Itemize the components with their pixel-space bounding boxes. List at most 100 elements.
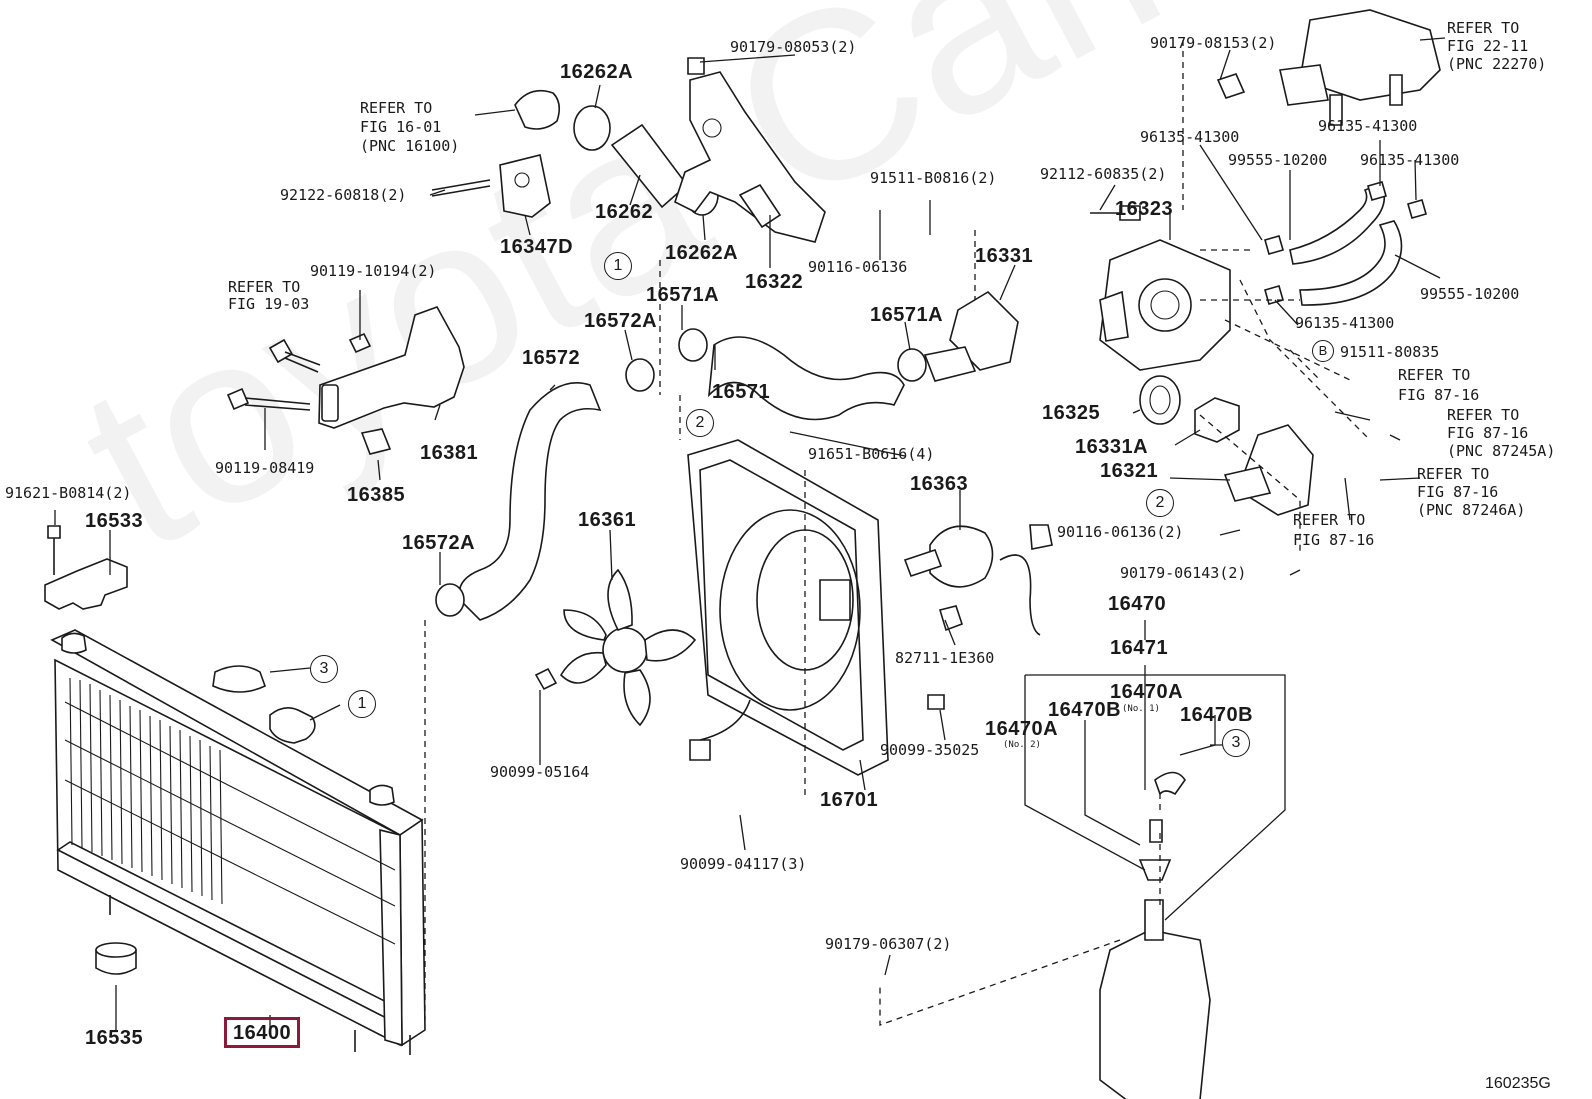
refer-line-2: FIG 22-11 (1447, 37, 1529, 55)
hoses-drawing (435, 328, 927, 621)
part-label-99555-10200-a[interactable]: 99555-10200 (1228, 151, 1328, 169)
part-label-16262[interactable]: 16262 (595, 201, 654, 223)
part-label-16347d[interactable]: 16347D (500, 236, 574, 258)
marker-b: B (1312, 340, 1334, 362)
part-label-16535[interactable]: 16535 (85, 1027, 144, 1049)
part-label-16571a-right[interactable]: 16571A (870, 304, 944, 326)
marker-1-upper: 1 (604, 252, 632, 280)
refer-line-2: FIG 19-03 (228, 295, 310, 313)
part-label-16325[interactable]: 16325 (1042, 402, 1101, 424)
part-label-90119-08419[interactable]: 90119-08419 (215, 459, 315, 477)
part-label-90179-08053[interactable]: 90179-08053(2) (730, 38, 857, 56)
fan-motor-drawing (903, 524, 1053, 710)
refer-note-fig-87-16-c[interactable]: REFER TO FIG 87-16 (PNC 87246A) (1417, 465, 1525, 519)
part-label-96135-41300-d[interactable]: 96135-41300 (1295, 314, 1395, 332)
part-label-16400[interactable]: 16400 (224, 1017, 301, 1048)
refer-line-2: FIG 87-16 (1447, 424, 1529, 442)
refer-note-fig-87-16-d[interactable]: REFER TO FIG 87-16 (1293, 510, 1374, 550)
diagram-code: 160235G (1485, 1075, 1551, 1092)
marker-2-hose: 2 (686, 409, 714, 437)
refer-line-1: REFER TO (1417, 465, 1490, 483)
part-label-16470b-note: (No. 1) (1122, 704, 1160, 714)
refer-line-3: (PNC 16100) (360, 137, 460, 155)
marker-2-outlet: 2 (1146, 489, 1174, 517)
refer-note-fig-87-16-a[interactable]: REFER TO FIG 87-16 (1398, 365, 1479, 405)
part-label-91651-b0616[interactable]: 91651-B0616(4) (808, 445, 935, 463)
refer-note-fig-16-01[interactable]: REFER TO FIG 16-01 (PNC 16100) (360, 99, 459, 156)
part-label-82711-1e360[interactable]: 82711-1E360 (895, 649, 995, 667)
part-label-91511-80835[interactable]: 91511-80835 (1340, 343, 1440, 361)
part-label-92122-60818[interactable]: 92122-60818(2) (280, 186, 407, 204)
part-label-16470b-right[interactable]: 16470B (1180, 704, 1254, 726)
marker-1-radiator: 1 (348, 690, 376, 718)
refer-note-fig-19-03[interactable]: REFER TO FIG 19-03 (228, 279, 309, 313)
vacuum-hoses-drawing (1264, 181, 1427, 306)
part-label-16361[interactable]: 16361 (578, 509, 637, 531)
part-label-16470a-upper[interactable]: 16470A (1110, 681, 1184, 703)
refer-line-1: REFER TO (228, 278, 301, 296)
part-label-16571[interactable]: 16571 (712, 381, 771, 403)
part-label-16262a-lower[interactable]: 16262A (665, 242, 739, 264)
part-label-16381[interactable]: 16381 (420, 442, 479, 464)
water-outlet-drawing (923, 73, 1314, 516)
part-label-96135-41300-c[interactable]: 96135-41300 (1360, 151, 1460, 169)
part-label-90179-06143[interactable]: 90179-06143(2) (1120, 564, 1247, 582)
part-label-90116-06136[interactable]: 90116-06136 (808, 258, 908, 276)
part-label-99555-10200-b[interactable]: 99555-10200 (1420, 285, 1520, 303)
part-label-16323[interactable]: 16323 (1115, 198, 1174, 220)
part-label-90099-05164[interactable]: 90099-05164 (490, 763, 590, 781)
refer-line-2: FIG 16-01 (360, 118, 442, 136)
part-label-16470[interactable]: 16470 (1108, 593, 1167, 615)
radiator-drawing (50, 629, 426, 1055)
part-label-16331[interactable]: 16331 (975, 245, 1034, 267)
refer-line-1: REFER TO (360, 99, 433, 117)
refer-note-fig-22-11[interactable]: REFER TO FIG 22-11 (PNC 22270) (1447, 19, 1546, 73)
reservoir-drawing (1099, 771, 1211, 1099)
part-label-92112-60835[interactable]: 92112-60835(2) (1040, 165, 1167, 183)
part-label-16385[interactable]: 16385 (347, 484, 406, 506)
refer-line-1: REFER TO (1447, 19, 1520, 37)
refer-line-2: FIG 87-16 (1398, 386, 1480, 404)
part-label-16331a[interactable]: 16331A (1075, 436, 1149, 458)
part-label-16572[interactable]: 16572 (522, 347, 581, 369)
part-label-96135-41300-a[interactable]: 96135-41300 (1140, 128, 1240, 146)
refer-line-2: FIG 87-16 (1293, 531, 1375, 549)
refer-line-1: REFER TO (1293, 511, 1366, 529)
part-label-16322[interactable]: 16322 (745, 271, 804, 293)
part-label-90099-35025[interactable]: 90099-35025 (880, 741, 980, 759)
part-label-90119-10194[interactable]: 90119-10194(2) (310, 262, 437, 280)
part-label-91511-b0816[interactable]: 91511-B0816(2) (870, 169, 997, 187)
refer-line-3: (PNC 87246A) (1417, 501, 1526, 519)
part-label-96135-41300-b[interactable]: 96135-41300 (1318, 117, 1418, 135)
part-label-16470a-lower[interactable]: 16470A (985, 718, 1059, 740)
marker-3-reservoir: 3 (1222, 729, 1250, 757)
part-label-16262a-upper[interactable]: 16262A (560, 61, 634, 83)
refer-line-3: (PNC 22270) (1447, 55, 1547, 73)
bracket-drawing (44, 558, 128, 610)
part-label-16363[interactable]: 16363 (910, 473, 969, 495)
part-label-16321[interactable]: 16321 (1100, 460, 1159, 482)
part-label-91621-b0814[interactable]: 91621-B0814(2) (5, 484, 132, 502)
fan-shroud-drawing (687, 439, 889, 776)
refer-note-fig-87-16-b[interactable]: REFER TO FIG 87-16 (PNC 87245A) (1447, 406, 1555, 460)
part-label-16471[interactable]: 16471 (1110, 637, 1169, 659)
refer-line-1: REFER TO (1398, 366, 1471, 384)
part-label-16572a-upper[interactable]: 16572A (584, 310, 658, 332)
part-label-16572a-lower[interactable]: 16572A (402, 532, 476, 554)
part-label-90179-06307[interactable]: 90179-06307(2) (825, 935, 952, 953)
part-label-16533[interactable]: 16533 (85, 510, 144, 532)
marker-3-cap: 3 (310, 655, 338, 683)
part-label-16470a-note: (No. 2) (1003, 740, 1041, 750)
part-label-16701[interactable]: 16701 (820, 789, 879, 811)
refer-line-1: REFER TO (1447, 406, 1520, 424)
refer-line-2: FIG 87-16 (1417, 483, 1499, 501)
support-bracket-drawing (226, 306, 465, 455)
fan-blade-drawing (534, 568, 697, 727)
part-label-90116-06136-2[interactable]: 90116-06136(2) (1057, 523, 1184, 541)
vsv-drawing (1279, 9, 1441, 126)
part-label-90099-04117[interactable]: 90099-04117(3) (680, 855, 807, 873)
part-label-90179-08153[interactable]: 90179-08153(2) (1150, 34, 1277, 52)
part-label-16470b-left[interactable]: 16470B (1048, 699, 1122, 721)
part-label-16571a-left[interactable]: 16571A (646, 284, 720, 306)
